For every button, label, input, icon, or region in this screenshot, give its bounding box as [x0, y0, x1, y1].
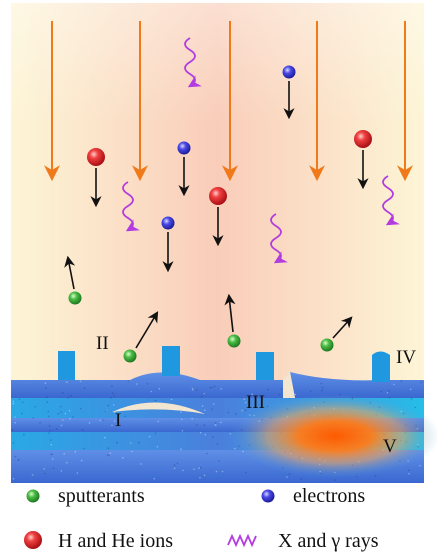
label-V: V [383, 436, 397, 457]
ion-1 [87, 148, 105, 166]
legend-ion-icon [24, 531, 42, 549]
legend-electron-icon [261, 489, 275, 503]
hot-spot [230, 394, 437, 478]
ray-3 [270, 213, 288, 264]
label-III: III [246, 392, 265, 413]
protrusion-4 [372, 351, 390, 382]
protrusion-3 [256, 352, 274, 380]
protrusion-2 [162, 346, 180, 376]
electron-2 [161, 216, 175, 230]
legend: sputterants electrons H and He ions X an… [24, 485, 379, 552]
rays [122, 37, 400, 264]
surface-top-layer-right [290, 372, 424, 398]
sputterant-2 [123, 349, 137, 363]
protrusion-1 [58, 351, 75, 380]
legend-ions-label: H and He ions [58, 530, 173, 552]
electron-3 [282, 65, 296, 79]
electron-1 [177, 141, 191, 155]
surface-top-layer [11, 372, 283, 398]
incident-flux [44, 21, 413, 182]
sputterants [64, 255, 353, 363]
ions [87, 130, 372, 247]
legend-sputterant-icon [26, 489, 40, 503]
label-II: II [96, 333, 109, 354]
ion-2 [209, 187, 227, 205]
sputterant-4 [320, 338, 334, 352]
ray-2 [122, 181, 140, 232]
label-I: I [115, 410, 121, 431]
ion-3 [354, 130, 372, 148]
electrons [161, 65, 296, 273]
sputterant-3 [227, 334, 241, 348]
sputterant-1 [68, 291, 82, 305]
surface-crack [283, 372, 295, 398]
legend-rays-label: X and γ rays [278, 530, 379, 552]
legend-sputterants-label: sputterants [58, 485, 145, 507]
label-IV: IV [396, 347, 416, 368]
ray-1 [184, 37, 202, 88]
legend-ray-icon [227, 533, 257, 548]
ray-4 [382, 175, 400, 226]
material-surface [11, 346, 437, 483]
legend-electrons-label: electrons [293, 485, 365, 507]
blister-cavity [112, 402, 205, 414]
